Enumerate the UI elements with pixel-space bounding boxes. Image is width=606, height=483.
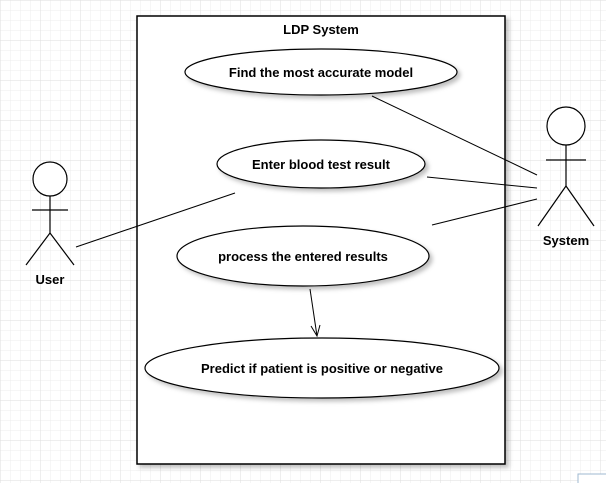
use-case-process-results[interactable]: process the entered results	[176, 225, 430, 287]
system-title: LDP System	[283, 22, 359, 37]
use-case-find-model-label: Find the most accurate model	[229, 65, 413, 80]
actor-user[interactable]: User	[25, 161, 75, 287]
association-user-enter-blood[interactable]	[75, 192, 236, 248]
association-system-enter-blood[interactable]	[426, 176, 538, 189]
use-case-predict-label: Predict if patient is positive or negati…	[201, 361, 443, 376]
stick-figure-icon	[537, 106, 595, 227]
use-case-enter-blood-test[interactable]: Enter blood test result	[216, 139, 426, 189]
actor-system-label: System	[543, 233, 589, 248]
association-system-process[interactable]	[431, 198, 538, 226]
use-case-predict[interactable]: Predict if patient is positive or negati…	[144, 337, 500, 399]
actor-system[interactable]: System	[537, 106, 595, 248]
use-case-find-model[interactable]: Find the most accurate model	[184, 48, 458, 96]
use-case-process-results-label: process the entered results	[218, 249, 388, 264]
stick-figure-icon	[25, 161, 75, 266]
actor-user-label: User	[36, 272, 65, 287]
panel-corner	[577, 473, 606, 483]
association-system-find-model[interactable]	[371, 95, 538, 176]
use-case-enter-blood-test-label: Enter blood test result	[252, 157, 391, 172]
dependency-arrow-process-predict[interactable]	[309, 288, 321, 338]
